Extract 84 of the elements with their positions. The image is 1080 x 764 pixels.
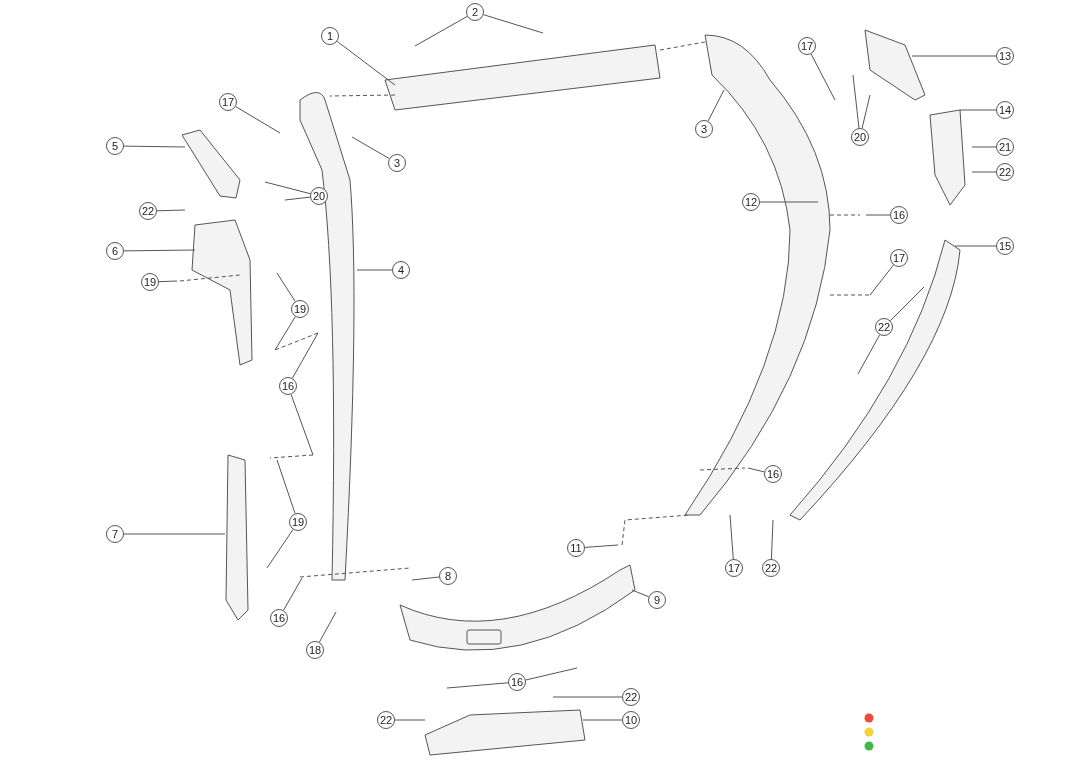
callout-number: 5	[106, 137, 124, 155]
leader-line	[770, 519, 774, 560]
leader-line	[582, 719, 623, 721]
leader-line	[584, 544, 619, 548]
leader-line	[631, 589, 650, 598]
callout-number: 4	[392, 261, 410, 279]
leader-line	[123, 145, 186, 148]
callout-number: 20	[310, 187, 328, 205]
callout-number: 22	[875, 318, 893, 336]
callout-number: 20	[851, 128, 869, 146]
callout-number: 22	[622, 688, 640, 706]
leader-line	[954, 245, 997, 247]
callout-number: 1	[321, 27, 339, 45]
callout-number: 15	[996, 237, 1014, 255]
callout-number: 3	[388, 154, 406, 172]
callout-number: 19	[141, 273, 159, 291]
leader-line	[394, 719, 426, 721]
callout-number: 16	[764, 465, 782, 483]
callout-number: 17	[890, 249, 908, 267]
callout-number: 11	[567, 539, 585, 557]
leader-line	[759, 201, 819, 203]
callout-number: 16	[508, 673, 526, 691]
leader-line	[729, 514, 734, 560]
leader-line	[869, 264, 894, 296]
callout-number: 6	[106, 242, 124, 260]
leader-line	[857, 334, 881, 375]
callout-number: 22	[377, 711, 395, 729]
callout-number: 22	[139, 202, 157, 220]
callout-number: 19	[289, 513, 307, 531]
callout-number: 16	[279, 377, 297, 395]
callout-number: 21	[996, 138, 1014, 156]
callout-number: 22	[996, 163, 1014, 181]
leader-line	[446, 682, 509, 689]
leader-line	[552, 696, 623, 698]
leader-line	[123, 533, 226, 535]
leader-line	[235, 106, 281, 134]
leader-line	[276, 272, 296, 302]
callout-number: 7	[106, 525, 124, 543]
leader-line	[483, 14, 544, 34]
callout-number: 16	[890, 206, 908, 224]
callout-number: 2	[466, 3, 484, 21]
leader-line	[284, 196, 311, 201]
leader-line	[911, 55, 997, 57]
leader-line	[865, 214, 891, 216]
callout-number: 19	[291, 300, 309, 318]
leader-line	[264, 181, 311, 195]
callout-number: 18	[306, 641, 324, 659]
leader-line	[336, 40, 396, 86]
callout-number: 17	[219, 93, 237, 111]
callout-number: 14	[996, 101, 1014, 119]
leader-line	[290, 394, 314, 456]
leader-line	[852, 74, 860, 129]
leader-line	[525, 667, 578, 681]
leader-line	[810, 53, 836, 101]
callout-number: 16	[270, 609, 288, 627]
leader-line	[276, 459, 296, 514]
leader-line	[351, 136, 390, 159]
leader-line	[707, 89, 725, 122]
callout-number: 9	[648, 591, 666, 609]
leader-line	[156, 209, 186, 212]
leader-line	[889, 286, 925, 322]
callout-number: 3	[695, 120, 713, 138]
leader-line	[747, 467, 765, 473]
callout-number: 17	[798, 37, 816, 55]
callout-number: 8	[439, 567, 457, 585]
leader-line	[123, 249, 196, 252]
leader-line	[971, 171, 997, 173]
leader-line	[411, 576, 440, 581]
leader-line	[861, 94, 871, 129]
leader-line	[318, 611, 337, 643]
leader-line	[158, 280, 178, 283]
leader-line	[959, 109, 997, 111]
callout-number: 12	[742, 193, 760, 211]
callout-number: 22	[762, 559, 780, 577]
leader-line	[266, 529, 294, 569]
callout-number: 13	[996, 47, 1014, 65]
leader-line	[274, 316, 296, 351]
leader-line	[971, 146, 997, 148]
leader-line	[414, 15, 468, 47]
leader-line	[283, 577, 303, 611]
callout-number: 17	[725, 559, 743, 577]
leader-line	[356, 269, 393, 271]
leader-line	[291, 332, 319, 379]
callout-number: 10	[622, 711, 640, 729]
